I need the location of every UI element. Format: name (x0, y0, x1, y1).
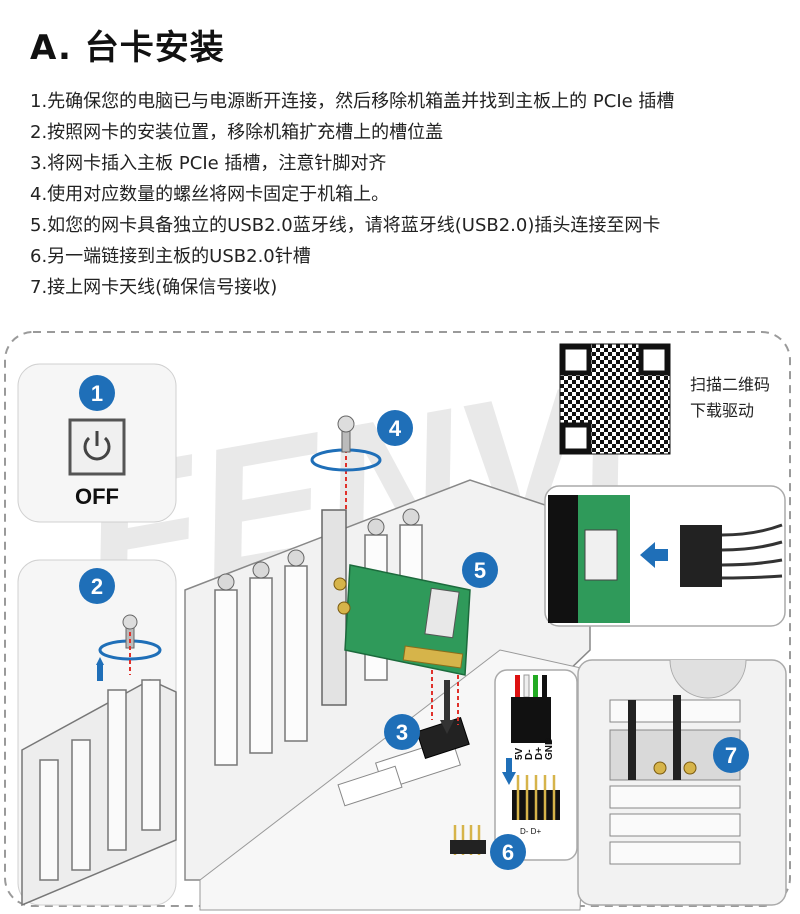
qr-caption: 扫描二维码 下载驱动 (690, 372, 770, 424)
qr-caption-line2: 下载驱动 (690, 401, 755, 420)
power-off-label: OFF (75, 484, 119, 509)
pin-label-5v: 5V (514, 747, 525, 760)
step-badge-2 (79, 568, 115, 604)
page-title: A. 台卡安装 (30, 28, 225, 68)
pin-label-dminus: D- (524, 749, 535, 760)
step-badge-1 (79, 375, 115, 411)
step-badge-6 (490, 834, 526, 870)
antenna-left-icon (628, 700, 636, 780)
step-badge-3-label: 3 (396, 720, 408, 745)
down-arrow-icon-header (502, 772, 516, 785)
slot-brackets-left (21, 679, 177, 907)
step-badge-3 (384, 714, 420, 750)
pin-label-gnd: GND (544, 738, 555, 760)
step-badge-4-label: 4 (389, 416, 402, 441)
usb-header-pins (512, 775, 560, 820)
step-badge-5-label: 5 (474, 558, 486, 583)
header-pin-label: D- D+ (520, 827, 541, 836)
step-badge-7-label: 7 (725, 743, 737, 768)
instruction-step-4: 4.使用对应数量的螺丝将网卡固定于机箱上。 (30, 184, 390, 205)
step-badge-5 (462, 552, 498, 588)
wifi-card (333, 564, 471, 676)
instruction-step-3: 3.将网卡插入主板 PCIe 插槽，注意针脚对齐 (30, 153, 387, 174)
step-badge-6-label: 6 (502, 840, 514, 865)
qr-code (559, 343, 671, 455)
instruction-list: 1.先确保您的电脑已与电源断开连接，然后移除机箱盖并找到主板上的 PCIe 插槽… (30, 86, 674, 303)
panel-antenna (577, 659, 787, 906)
instruction-step-5: 5.如您的网卡具备独立的USB2.0蓝牙线，请将蓝牙线(USB2.0)插头连接至… (30, 215, 661, 236)
installation-illustration: FENVi 1 OFF 2 (4, 331, 791, 911)
instruction-step-6: 6.另一端链接到主板的USB2.0针槽 (30, 246, 311, 267)
qr-caption-line1: 扫描二维码 (690, 375, 771, 394)
antenna-right-icon (673, 695, 681, 780)
step-badge-1-label: 1 (91, 381, 103, 406)
usb-plug-icon (680, 525, 722, 587)
left-arrow-icon (640, 542, 668, 568)
usb-cable-wires (511, 674, 551, 743)
instruction-step-7: 7.接上网卡天线(确保信号接收) (30, 277, 278, 298)
instruction-step-2: 2.按照网卡的安装位置，移除机箱扩充槽上的槽位盖 (30, 122, 444, 143)
up-arrow-icon (96, 657, 104, 665)
instruction-step-1: 1.先确保您的电脑已与电源断开连接，然后移除机箱盖并找到主板上的 PCIe 插槽 (30, 91, 675, 112)
power-symbol-icon (83, 436, 111, 461)
step-badge-7 (713, 737, 749, 773)
step-badge-2-label: 2 (91, 574, 103, 599)
pcie-slot (416, 716, 470, 760)
installation-diagram: FENVi 1 OFF 2 (0, 320, 800, 914)
down-arrow-icon (440, 720, 454, 734)
pin-label-dplus: D+ (534, 747, 545, 760)
power-button-icon (68, 418, 126, 476)
step-badge-4 (377, 410, 413, 446)
